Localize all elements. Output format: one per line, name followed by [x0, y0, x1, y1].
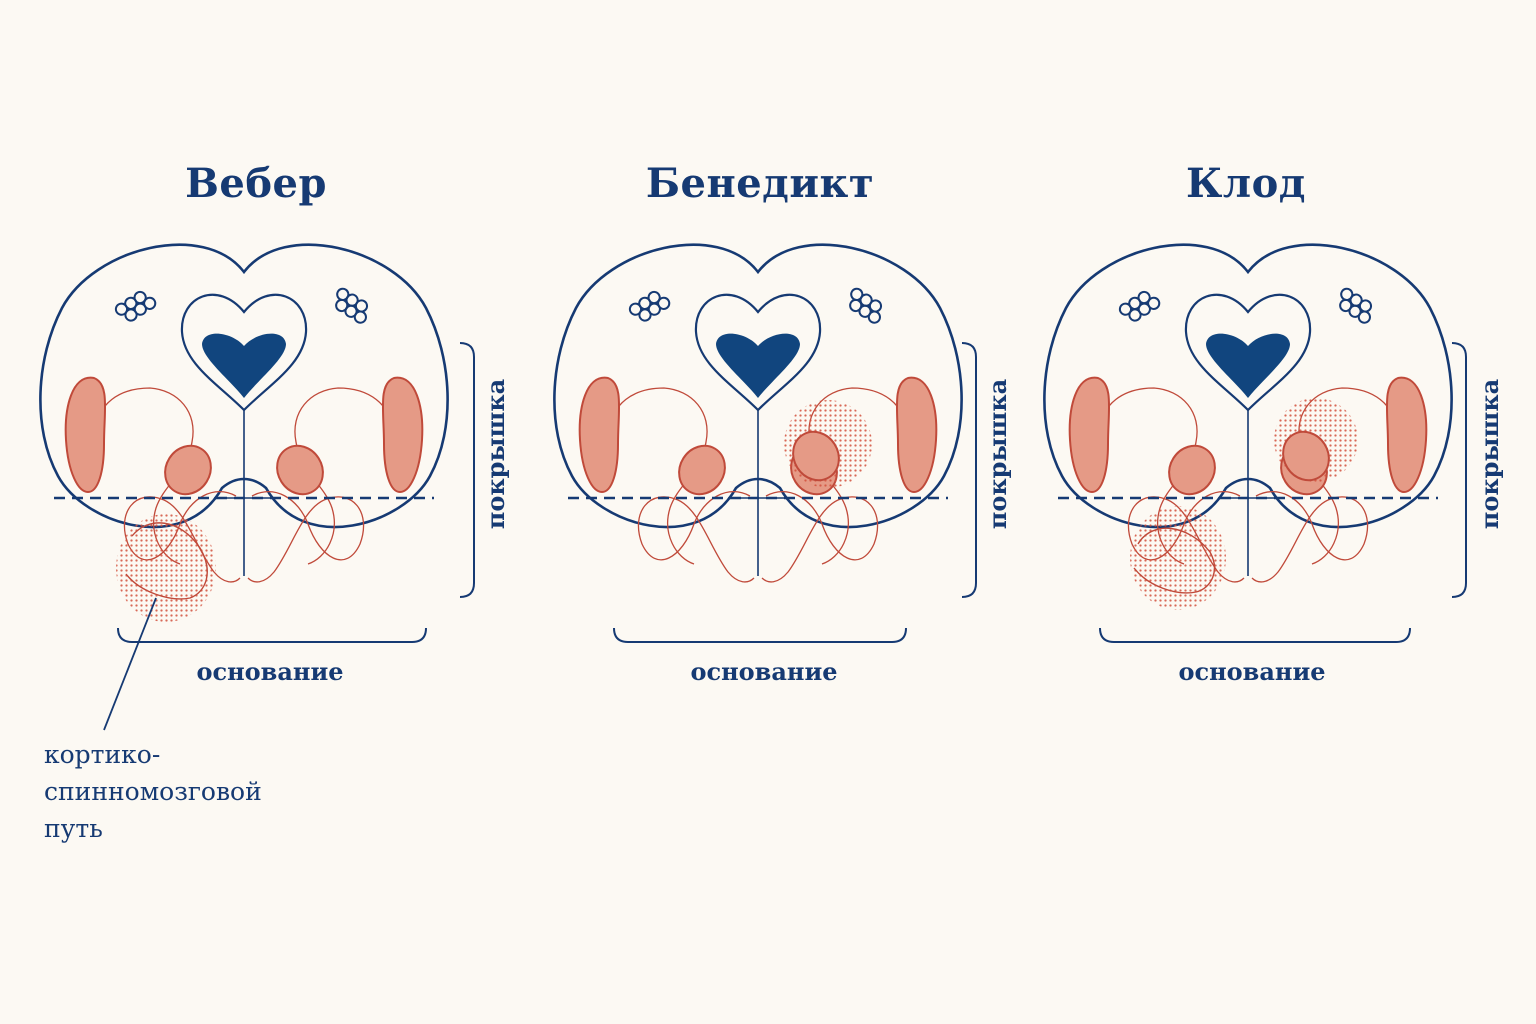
- base-bracket-3: [1099, 627, 1411, 643]
- base-label-2: основание: [690, 657, 838, 686]
- corticospinal-label-line-3: путь: [44, 814, 103, 843]
- title-claude: Клод: [1186, 160, 1306, 207]
- title-benedikt: Бенедикт: [645, 160, 875, 207]
- base-label-1: основание: [196, 657, 344, 686]
- panel-claude: [1043, 243, 1453, 610]
- base-label-3: основание: [1178, 657, 1326, 686]
- tegmentum-label-2: покрышка: [983, 378, 1012, 530]
- tegmentum-label-1: покрышка: [481, 378, 510, 530]
- lesion-cerebral-peduncle-area: [1130, 506, 1226, 610]
- lesion-cortico-spinal-tract: [116, 514, 216, 622]
- corticospinal-label-line-1: кортико-: [44, 740, 161, 769]
- panel-weber: [39, 243, 449, 622]
- corticospinal-pointer-line: [103, 597, 157, 731]
- tegmentum-bracket-3: [1451, 342, 1467, 598]
- base-bracket-1: [117, 627, 427, 643]
- tegmentum-bracket-2: [961, 342, 977, 598]
- lesion-red-nucleus-area: [784, 400, 872, 488]
- panel-benedikt: [553, 243, 963, 584]
- tegmentum-bracket-1: [459, 342, 475, 598]
- lesion-red-nucleus-area: [1274, 398, 1358, 482]
- corticospinal-label-line-2: спинномозговой: [44, 777, 262, 806]
- tegmentum-label-3: покрышка: [1475, 378, 1504, 530]
- corticospinal-tract-label: кортико- спинномозговой путь: [44, 736, 304, 847]
- base-bracket-2: [613, 627, 907, 643]
- title-weber: Вебер: [185, 160, 327, 207]
